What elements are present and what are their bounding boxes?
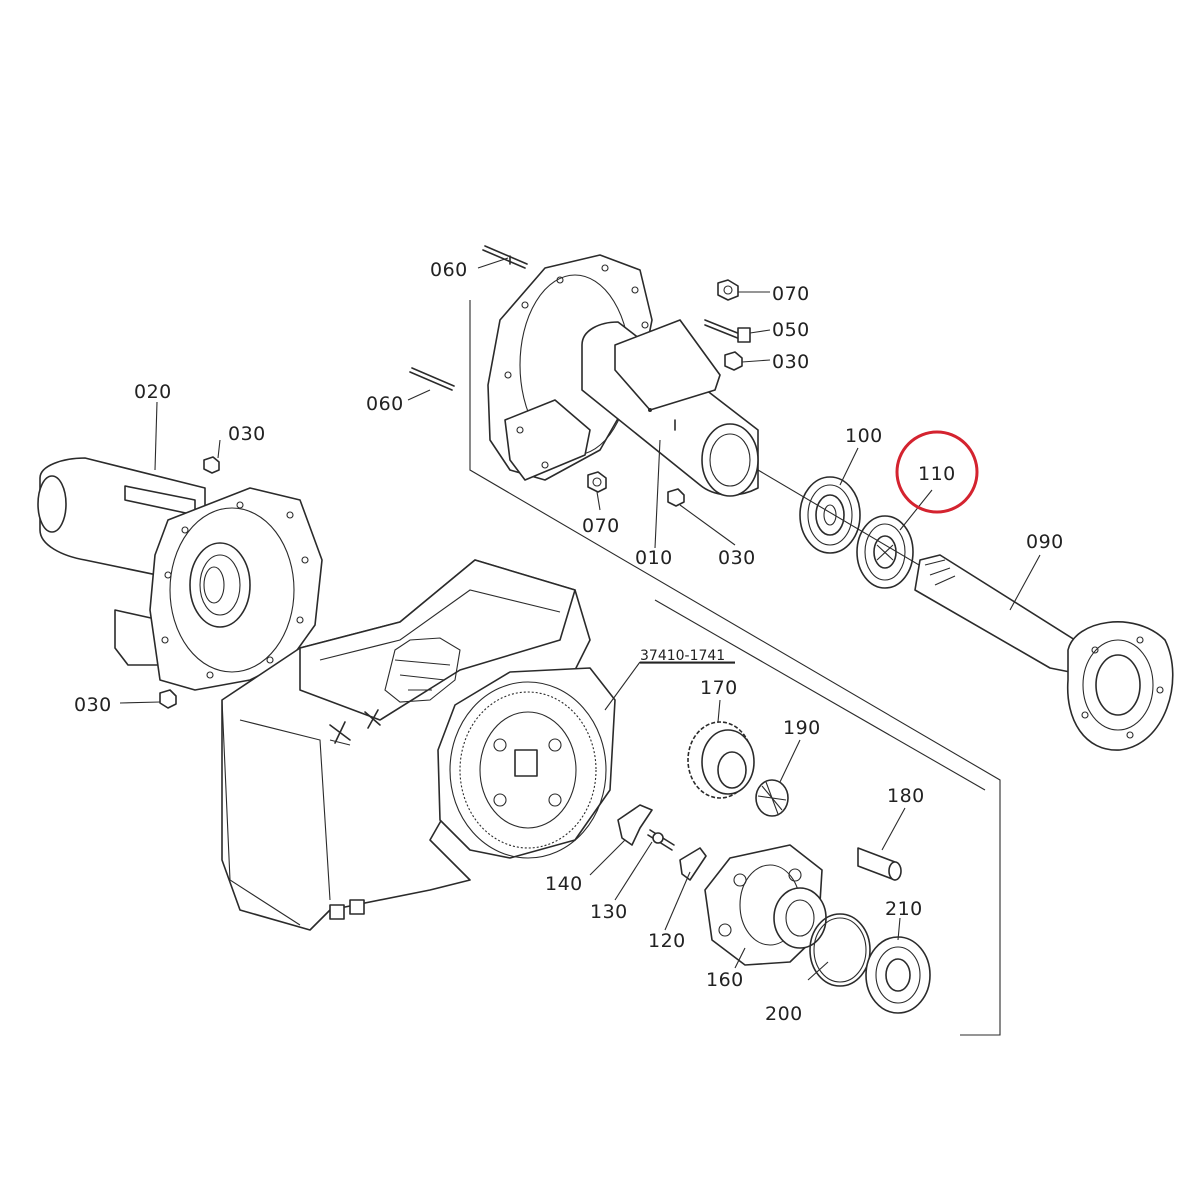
plug-030-c — [667, 488, 685, 507]
snap-ring-200 — [809, 913, 871, 987]
callout-labels: 060 070 050 030 060 100 110 020 030 070 … — [74, 259, 1064, 1025]
label-030-lower: 030 — [74, 694, 112, 716]
label-030-mid: 030 — [718, 547, 756, 569]
label-210: 210 — [885, 898, 923, 920]
label-assembly-37410-1741: 37410-1741 — [640, 648, 725, 664]
plug-030-a — [724, 351, 743, 371]
label-070-upper: 070 — [772, 283, 810, 305]
label-120: 120 — [648, 930, 686, 952]
label-060-lower: 060 — [366, 393, 404, 415]
gear-170 — [687, 721, 755, 799]
label-030-left: 030 — [228, 423, 266, 445]
right-axle-housing — [487, 254, 759, 497]
label-110: 110 — [918, 463, 956, 485]
label-010: 010 — [635, 547, 673, 569]
oil-seal-110 — [856, 515, 914, 589]
label-170: 170 — [700, 677, 738, 699]
label-140: 140 — [545, 873, 583, 895]
collar-120 — [679, 847, 707, 881]
hub-160 — [704, 844, 827, 966]
plug-030-d — [159, 689, 177, 709]
label-020: 020 — [134, 381, 172, 403]
nut-070-lower — [587, 471, 607, 493]
label-190: 190 — [783, 717, 821, 739]
needle-bearing-190 — [755, 779, 789, 817]
axle-shaft-090 — [914, 554, 1174, 751]
label-100: 100 — [845, 425, 883, 447]
ring-gear-assembly — [437, 667, 616, 859]
label-090: 090 — [1026, 531, 1064, 553]
plug-030-b — [203, 456, 220, 474]
bearing-210 — [865, 936, 931, 1014]
leader-lines — [119, 257, 1041, 981]
assembly-group-frame — [469, 300, 1001, 1036]
stud-060-lower — [409, 367, 455, 391]
label-030-upper: 030 — [772, 351, 810, 373]
label-160: 160 — [706, 969, 744, 991]
spring-130 — [647, 829, 675, 851]
label-050: 050 — [772, 319, 810, 341]
label-060-upper: 060 — [430, 259, 468, 281]
shift-fork-140 — [617, 804, 653, 846]
label-180: 180 — [887, 785, 925, 807]
label-070-lower: 070 — [582, 515, 620, 537]
bearing-100 — [799, 476, 861, 554]
label-200: 200 — [765, 1003, 803, 1025]
bolt-050 — [704, 319, 751, 343]
label-130: 130 — [590, 901, 628, 923]
highlight-circle-110 — [895, 430, 979, 514]
left-axle-housing — [37, 457, 323, 691]
nut-070-upper — [717, 279, 739, 301]
pin-180 — [857, 847, 902, 881]
